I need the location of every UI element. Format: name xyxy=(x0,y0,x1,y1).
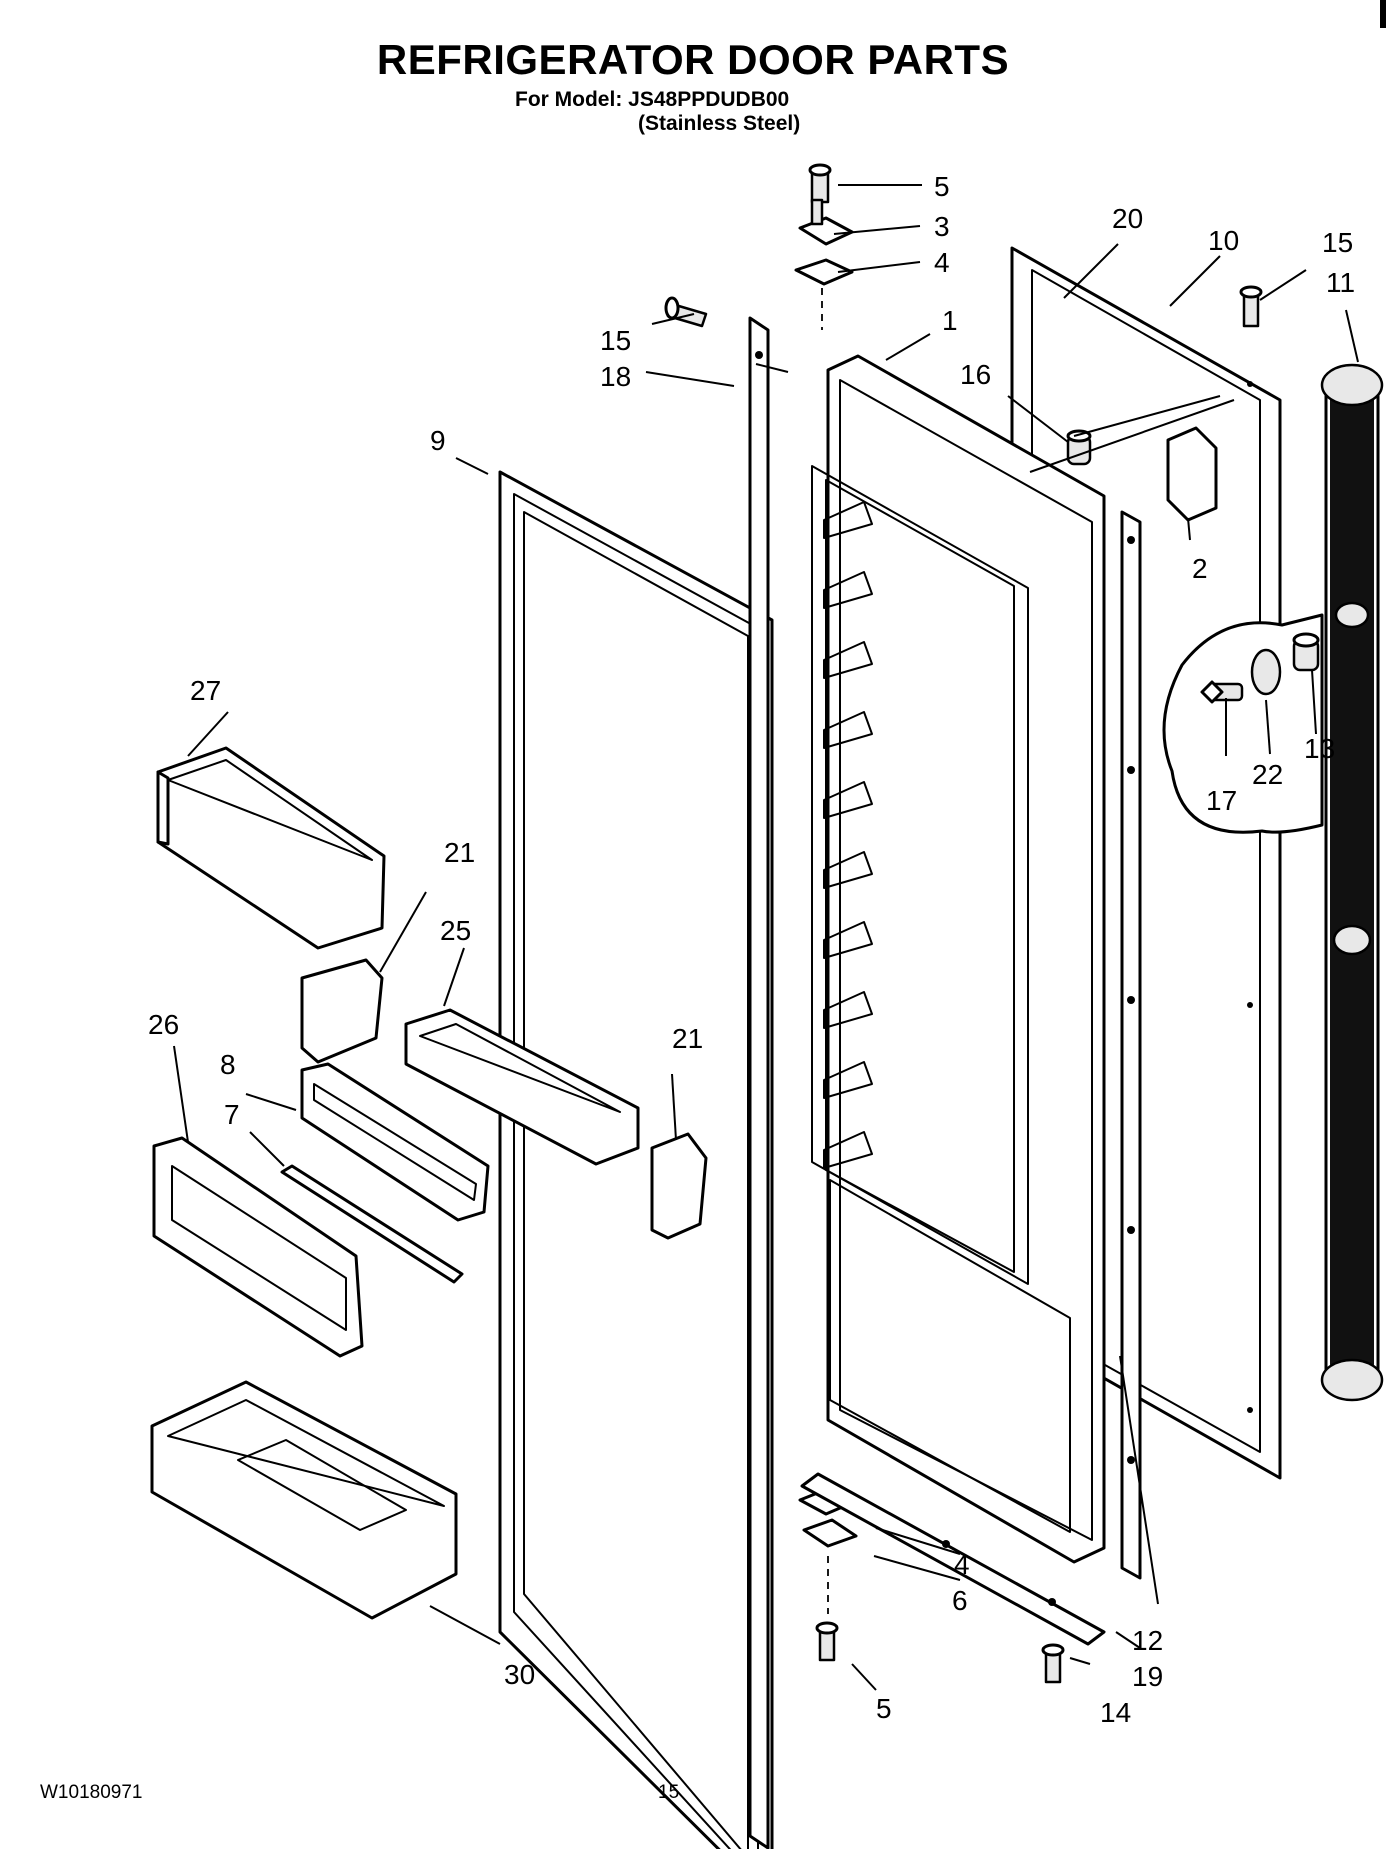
callout-14: 14 xyxy=(1100,1697,1131,1728)
part-3-top-hinge[interactable] xyxy=(798,198,854,246)
part-7-strip[interactable] xyxy=(280,1164,464,1284)
part-2-bracket[interactable] xyxy=(1166,426,1218,522)
part-6-bottom-hinge[interactable] xyxy=(802,1518,858,1548)
callout-25: 25 xyxy=(440,915,471,946)
callout-10: 10 xyxy=(1208,225,1239,256)
part-1-door-assembly[interactable] xyxy=(811,354,1106,1564)
handle-hardware-cutaway xyxy=(1162,613,1324,834)
callout-3: 3 xyxy=(934,211,950,242)
callout-27: 27 xyxy=(190,675,221,706)
callout-21-left: 21 xyxy=(444,837,475,868)
part-4-shim-top[interactable] xyxy=(794,258,854,286)
part-16-bushing[interactable] xyxy=(1066,429,1092,466)
callout-18: 18 xyxy=(600,361,631,392)
part-11-door-handle[interactable] xyxy=(1320,363,1384,1402)
page-title: REFRIGERATOR DOOR PARTS xyxy=(376,36,1010,83)
callout-15-right: 15 xyxy=(1322,227,1353,258)
part-14-screw[interactable] xyxy=(1041,1643,1065,1684)
part-19-bottom-trim[interactable] xyxy=(800,1472,1106,1646)
leader-lines xyxy=(173,184,1359,1691)
callout-9: 9 xyxy=(430,425,446,456)
part-13-standoff[interactable] xyxy=(1292,632,1320,672)
part-15-screw-right[interactable] xyxy=(1239,285,1263,328)
part-30-lower-bin[interactable] xyxy=(150,1380,458,1620)
callout-4-top: 4 xyxy=(934,247,950,278)
callout-30: 30 xyxy=(504,1659,535,1690)
callout-17: 17 xyxy=(1206,785,1237,816)
part-27-upper-bin[interactable] xyxy=(156,746,386,950)
callout-20: 20 xyxy=(1112,203,1143,234)
part-8-frame[interactable] xyxy=(300,1062,490,1222)
part-5-screw-top[interactable] xyxy=(808,163,832,204)
part-21-end-cap-right[interactable] xyxy=(650,1132,708,1240)
part-12-trim-strip[interactable] xyxy=(1120,510,1142,1580)
callout-7: 7 xyxy=(224,1099,240,1130)
callout-11: 11 xyxy=(1326,267,1355,298)
callout-labels: 5 3 4 1 20 10 15 11 16 2 15 18 9 27 21 2… xyxy=(148,171,1355,1728)
callout-4-bottom: 4 xyxy=(954,1549,970,1580)
part-21-end-cap-left[interactable] xyxy=(300,958,384,1064)
part-18-trim-strip[interactable] xyxy=(748,316,770,1849)
callout-1: 1 xyxy=(942,305,958,336)
callout-5-top: 5 xyxy=(934,171,950,202)
callout-13: 13 xyxy=(1304,733,1335,764)
callout-16: 16 xyxy=(960,359,991,390)
part-22-plate[interactable] xyxy=(1250,648,1282,696)
part-25-housing[interactable] xyxy=(404,1008,640,1166)
part-9-door-gasket[interactable] xyxy=(498,470,774,1849)
page-number: 15 xyxy=(658,1782,680,1803)
model-line: For Model: JS48PPDUDB00 xyxy=(515,88,790,111)
callout-5-bottom: 5 xyxy=(876,1693,892,1724)
document-number: W10180971 xyxy=(40,1782,143,1803)
callout-6: 6 xyxy=(952,1585,968,1616)
callout-22: 22 xyxy=(1252,759,1283,790)
part-26-front-panel[interactable] xyxy=(152,1136,364,1358)
page-edge-mark xyxy=(1380,0,1386,28)
part-5-screw-bottom[interactable] xyxy=(815,1621,839,1662)
callout-12: 12 xyxy=(1132,1625,1163,1656)
callout-15-left: 15 xyxy=(600,325,631,356)
finish-line: (Stainless Steel) xyxy=(638,112,801,135)
part-17-screw[interactable] xyxy=(1200,680,1244,704)
callout-26: 26 xyxy=(148,1009,179,1040)
part-15-screw-left[interactable] xyxy=(664,296,708,328)
callout-2: 2 xyxy=(1192,553,1208,584)
callout-21-right: 21 xyxy=(672,1023,703,1054)
callout-19: 19 xyxy=(1132,1661,1163,1692)
callout-8: 8 xyxy=(220,1049,236,1080)
